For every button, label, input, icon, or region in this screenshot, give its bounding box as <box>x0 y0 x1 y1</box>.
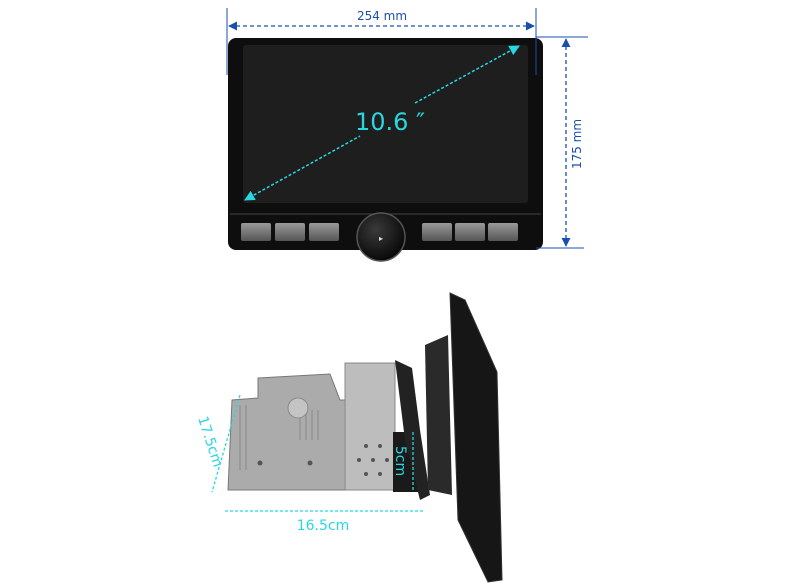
side-view: 17.5cm 16.5cm 5cm <box>194 292 503 583</box>
front-view: ▸ 254 mm 175 mm 10.6 ″ <box>226 8 588 262</box>
volume-knob[interactable] <box>356 212 406 262</box>
bracket-arm <box>395 360 430 500</box>
screen <box>243 45 528 203</box>
hardware-button[interactable] <box>455 223 485 241</box>
hardware-button[interactable] <box>488 223 518 241</box>
width-label: 254 mm <box>357 9 407 23</box>
play-pause-icon: ▸ <box>379 234 383 243</box>
height-label: 175 mm <box>570 119 584 169</box>
diagonal-dimension-line-lower <box>244 135 361 201</box>
diagonal-label: 10.6 ″ <box>355 108 425 136</box>
button-row-right <box>422 223 518 241</box>
bracket-label: 5cm <box>392 446 408 476</box>
hardware-button[interactable] <box>309 223 339 241</box>
side-screen-panel <box>449 292 503 583</box>
hardware-button[interactable] <box>275 223 305 241</box>
side-height-label: 17.5cm <box>194 414 225 469</box>
depth-label: 16.5cm <box>297 518 350 534</box>
hardware-button[interactable] <box>241 223 271 241</box>
chassis-front-box <box>344 362 396 491</box>
button-row-left <box>241 223 339 241</box>
tilt-hinge <box>425 335 452 495</box>
hardware-button[interactable] <box>422 223 452 241</box>
side-height-dimension-line <box>211 394 241 493</box>
